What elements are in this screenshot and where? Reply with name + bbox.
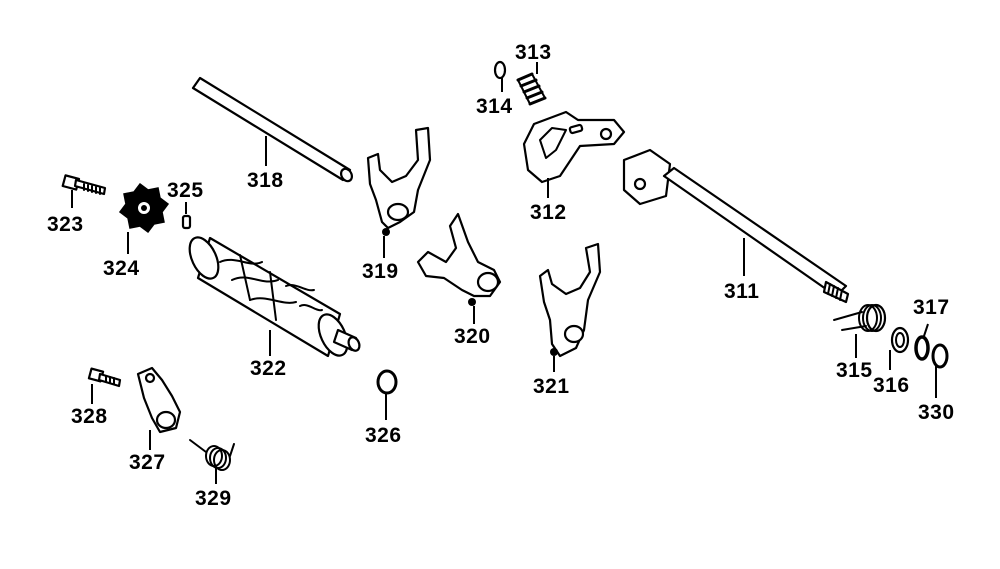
label-322: 322: [250, 357, 287, 380]
part-330-washer: [931, 343, 949, 369]
label-316: 316: [873, 374, 910, 397]
part-326-washer: [376, 369, 398, 395]
part-327-stopper-arm: [136, 366, 182, 434]
part-325-pin: [181, 214, 192, 230]
part-311-shift-shaft: [622, 148, 850, 304]
label-319: 319: [362, 260, 399, 283]
part-315-return-spring: [833, 303, 887, 333]
label-313: 313: [515, 41, 552, 64]
label-311: 311: [724, 280, 760, 303]
label-318: 318: [247, 169, 284, 192]
part-323-bolt: [61, 174, 107, 196]
label-321: 321: [533, 375, 570, 398]
leader-317: [923, 323, 929, 337]
label-312: 312: [530, 201, 567, 224]
part-317-circlip: [914, 335, 930, 361]
label-324: 324: [103, 257, 140, 280]
part-313-spring: [516, 72, 547, 106]
part-321-shift-fork: [538, 242, 602, 358]
label-320: 320: [454, 325, 491, 348]
part-328-bolt: [87, 367, 122, 388]
part-324-star-cam: [118, 182, 170, 234]
label-327: 327: [129, 451, 166, 474]
part-314-washer: [493, 60, 507, 80]
part-320-shift-fork: [416, 212, 502, 306]
label-328: 328: [71, 405, 108, 428]
label-317: 317: [913, 296, 950, 319]
part-322-shift-drum: [188, 236, 361, 358]
label-329: 329: [195, 487, 232, 510]
label-330: 330: [918, 401, 955, 424]
label-326: 326: [365, 424, 402, 447]
part-319-shift-fork: [366, 126, 432, 236]
label-323: 323: [47, 213, 84, 236]
part-312-shift-plate: [522, 110, 626, 184]
part-318-shift-rod: [191, 76, 354, 183]
label-325: 325: [167, 179, 204, 202]
label-315: 315: [836, 359, 873, 382]
part-316-washer: [890, 326, 910, 354]
label-314: 314: [476, 95, 513, 118]
part-329-spring: [189, 439, 235, 471]
